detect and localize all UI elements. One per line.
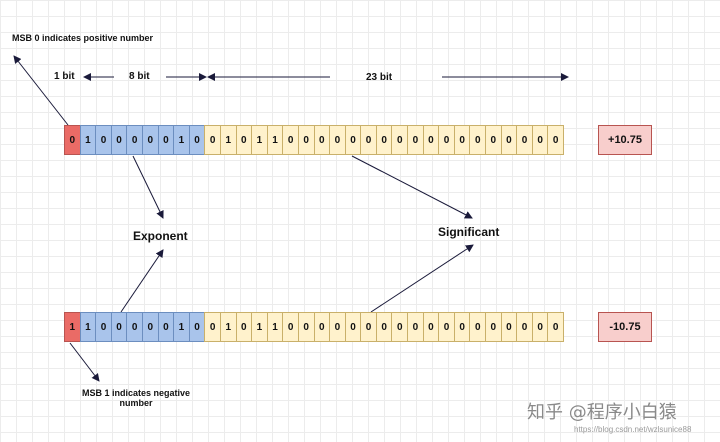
exponent-bit-cell: 0 <box>157 312 175 342</box>
bit-row-positive: 0 1 0 0 0 0 0 1 0 0 1 0 1 1 0 0 0 0 0 0 … <box>64 125 564 155</box>
exponent-bit-cell: 0 <box>141 312 159 342</box>
significant-bottom-arrow <box>370 244 474 313</box>
mantissa-bit-cell: 0 <box>500 125 518 155</box>
watermark-url: https://blog.csdn.net/wzlsunice88 <box>574 425 692 434</box>
mantissa-bit-cell: 0 <box>235 312 253 342</box>
sign-bits-label: 1 bit <box>54 71 75 82</box>
mantissa-bit-cell: 0 <box>453 125 471 155</box>
mantissa-bit-cell: 0 <box>531 125 549 155</box>
mantissa-bit-cell: 0 <box>375 125 393 155</box>
mantissa-bit-cell: 1 <box>219 312 237 342</box>
exponent-bit-cell: 1 <box>79 312 97 342</box>
exponent-bit-cell: 0 <box>95 125 112 155</box>
msb0-label: MSB 0 indicates positive number <box>12 33 154 43</box>
mantissa-bit-cell: 0 <box>344 312 362 342</box>
mantissa-bit-cell: 0 <box>391 125 409 155</box>
mantissa-bit-cell: 0 <box>360 312 377 342</box>
mantissa-bit-cell: 0 <box>204 312 221 342</box>
exponent-bit-cell: 1 <box>173 125 190 155</box>
mantissa-bit-cell: 0 <box>516 312 533 342</box>
mantissa-bit-cell: 0 <box>313 312 331 342</box>
mantissa-bit-cell: 0 <box>438 312 455 342</box>
mantissa-bit-cell: 0 <box>485 125 502 155</box>
mantissa-bit-cell: 0 <box>407 125 424 155</box>
mantissa-bit-cell: 1 <box>219 125 237 155</box>
exponent-bit-cell: 0 <box>157 125 175 155</box>
exponent-top-arrow <box>132 155 164 219</box>
msb0-arrow <box>13 55 69 126</box>
exponent-bit-cell: 1 <box>79 125 97 155</box>
mantissa-bit-cell: 0 <box>469 125 487 155</box>
mantissa-bit-cell: 1 <box>266 312 284 342</box>
mantissa-bit-cell: 0 <box>547 312 564 342</box>
mantissa-bit-cell: 0 <box>500 312 518 342</box>
positive-value-box: +10.75 <box>598 125 652 155</box>
mantissa-bit-cell: 0 <box>391 312 409 342</box>
mantissa-bit-cell: 1 <box>251 125 268 155</box>
negative-value-box: -10.75 <box>598 312 652 342</box>
exponent-bit-cell: 0 <box>188 312 206 342</box>
mantissa-bit-cell: 0 <box>469 312 487 342</box>
exponent-bit-cell: 0 <box>95 312 112 342</box>
mantissa-bit-cell: 0 <box>344 125 362 155</box>
mantissa-bit-cell: 0 <box>360 125 377 155</box>
exponent-bits-label: 8 bit <box>129 71 150 82</box>
sign-bit-cell: 0 <box>64 125 81 155</box>
exponent-label: Exponent <box>133 229 188 243</box>
msb1-label-line1: MSB 1 indicates negative <box>81 388 191 398</box>
mantissa-bit-cell: 1 <box>251 312 268 342</box>
mantissa-bit-cell: 0 <box>282 312 299 342</box>
mantissa-bit-cell: 0 <box>313 125 331 155</box>
significant-top-arrow <box>351 155 473 219</box>
exponent-bit-cell: 1 <box>173 312 190 342</box>
msb1-label: MSB 1 indicates negative number <box>80 388 192 408</box>
mantissa-bit-cell: 0 <box>531 312 549 342</box>
mantissa-bits-label: 23 bit <box>366 72 393 83</box>
mantissa-bit-cell: 0 <box>438 125 455 155</box>
mantissa-bit-cell: 1 <box>266 125 284 155</box>
exponent-bit-cell: 0 <box>110 312 128 342</box>
exponent-bit-cell: 0 <box>126 312 143 342</box>
mantissa-bit-cell: 0 <box>297 312 315 342</box>
mantissa-bit-cell: 0 <box>235 125 253 155</box>
exponent-bit-cell: 0 <box>126 125 143 155</box>
exponent-bit-cell: 0 <box>110 125 128 155</box>
sign-bit-cell: 1 <box>64 312 81 342</box>
msb1-label-line2: number <box>119 398 153 408</box>
mantissa-bit-cell: 0 <box>453 312 471 342</box>
exponent-bit-cell: 0 <box>141 125 159 155</box>
mantissa-bit-cell: 0 <box>407 312 424 342</box>
mantissa-bit-cell: 0 <box>422 125 440 155</box>
mantissa-bit-cell: 0 <box>485 312 502 342</box>
significant-label: Significant <box>438 225 500 239</box>
bit-row-negative: 1 1 0 0 0 0 0 1 0 0 1 0 1 1 0 0 0 0 0 0 … <box>64 312 564 342</box>
watermark-logo: 知乎 @程序小白猿 <box>527 402 677 423</box>
mantissa-bit-cell: 0 <box>329 312 346 342</box>
mantissa-bit-cell: 0 <box>204 125 221 155</box>
msb1-arrow <box>69 342 100 382</box>
mantissa-bit-cell: 0 <box>282 125 299 155</box>
mantissa-bit-cell: 0 <box>516 125 533 155</box>
exponent-bit-cell: 0 <box>188 125 206 155</box>
mantissa-bit-cell: 0 <box>547 125 564 155</box>
mantissa-bit-cell: 0 <box>375 312 393 342</box>
mantissa-bit-cell: 0 <box>329 125 346 155</box>
exponent-bottom-arrow <box>120 249 164 313</box>
mantissa-bit-cell: 0 <box>297 125 315 155</box>
mantissa-bit-cell: 0 <box>422 312 440 342</box>
